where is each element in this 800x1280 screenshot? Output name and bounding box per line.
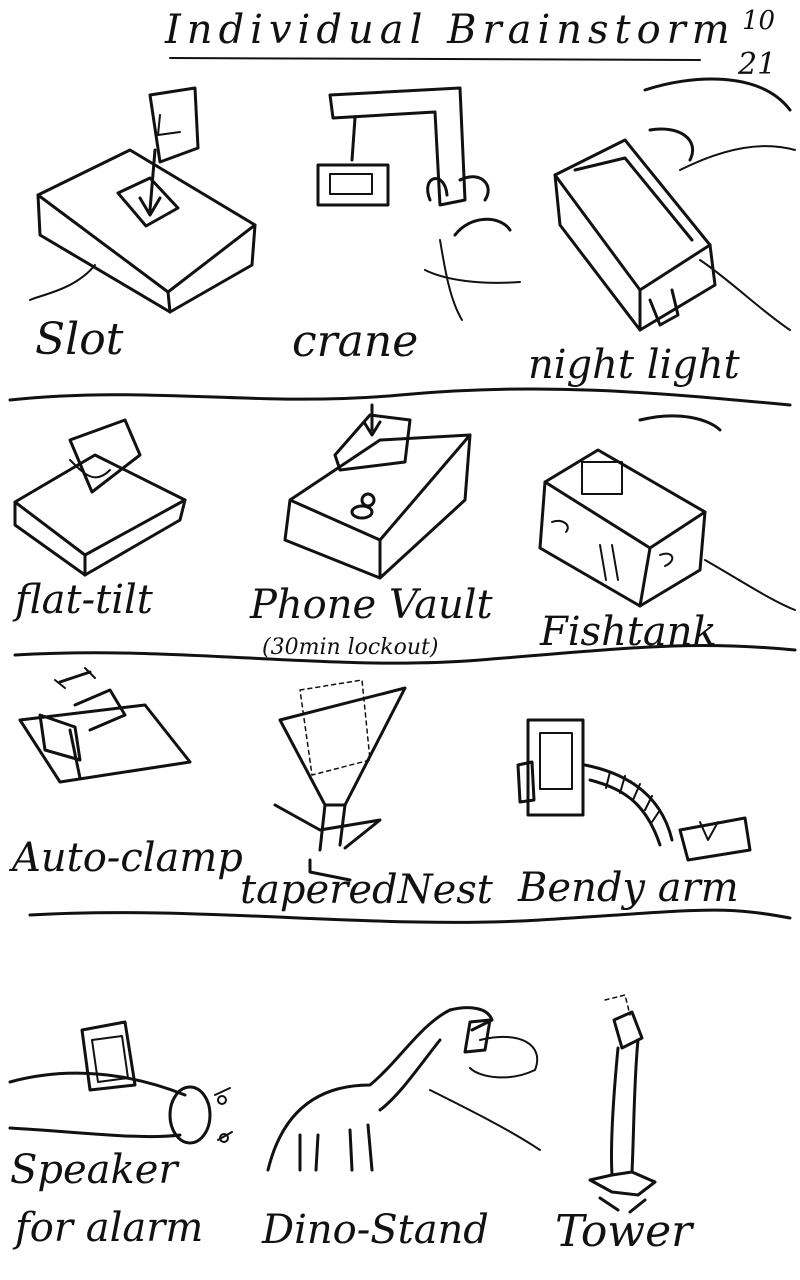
phone-vault-sketch (283, 403, 472, 580)
sketch-label-dino-stand: Dino-Stand (262, 1207, 489, 1253)
row-divider-2 (13, 643, 797, 665)
auto-clamp-sketch (18, 667, 192, 784)
sketch-label-bendy-arm: Bendy arm (518, 865, 739, 911)
dino-stand-sketch (266, 1006, 541, 1172)
sketch-label-night-light: night light (528, 342, 740, 388)
night-light-sketch (553, 77, 796, 332)
sketch-label-auto-clamp: Auto-clamp (12, 835, 243, 881)
sketch-label-for-alarm: for alarm (15, 1205, 204, 1251)
speaker-sketch (8, 1020, 233, 1145)
sketch-label-slot: Slot (35, 314, 124, 365)
fishtank-sketch (538, 414, 796, 611)
page-title: Individual Brainstorm (165, 7, 736, 53)
sketch-label-tower: Tower (555, 1206, 693, 1257)
sketch-label-crane: crane (292, 316, 419, 367)
row-divider-3 (28, 908, 792, 924)
sketch-label-fishtank: Fishtank (540, 609, 717, 655)
flat-tilt-sketch (13, 418, 187, 577)
bendy-arm-sketch (516, 718, 752, 862)
title-underline (169, 57, 701, 61)
tower-sketch (588, 994, 657, 1214)
sketch-label-tapered-nest: taperedNest (240, 867, 493, 913)
crane-sketch (316, 86, 521, 321)
row-divider-1 (8, 387, 792, 407)
tapered-nest-sketch (273, 679, 407, 882)
sketch-label-speaker: Speaker (10, 1147, 178, 1193)
date-month: 10 (742, 6, 776, 36)
sketch-label-flat-tilt: flat-tilt (15, 577, 153, 623)
sketch-note-phone-vault: (30min lockout) (262, 635, 439, 660)
sketch-label-phone-vault: Phone Vault (250, 582, 493, 628)
slot-sketch (29, 86, 257, 314)
date-day: 21 (738, 47, 777, 82)
